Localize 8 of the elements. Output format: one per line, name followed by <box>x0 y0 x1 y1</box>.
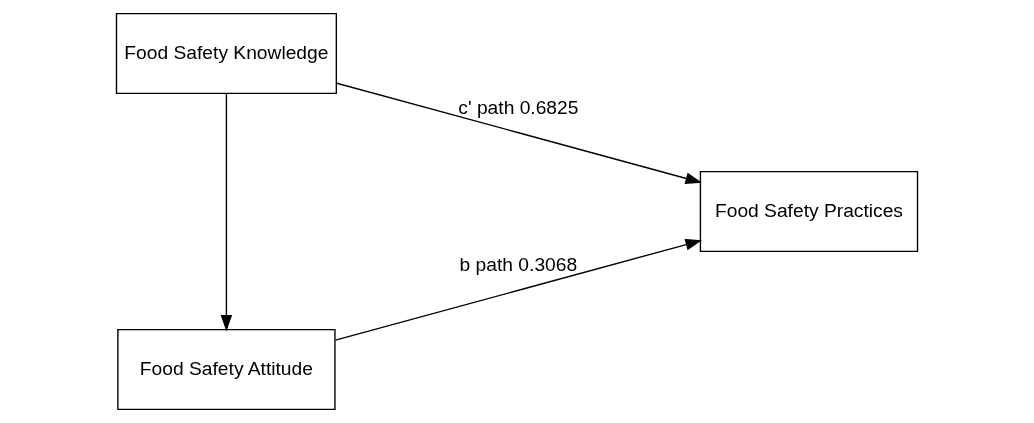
arrow <box>334 239 702 341</box>
node-box: Food Safety Attitude <box>117 328 336 411</box>
edge-label: b path 0.3068 <box>459 253 578 275</box>
node-box: Food Safety Practices <box>699 170 919 253</box>
arrow <box>336 82 702 184</box>
arrow <box>220 92 233 332</box>
node-box: Food Safety Knowledge <box>115 12 337 95</box>
edge-label: c' path 0.6825 <box>458 97 579 119</box>
